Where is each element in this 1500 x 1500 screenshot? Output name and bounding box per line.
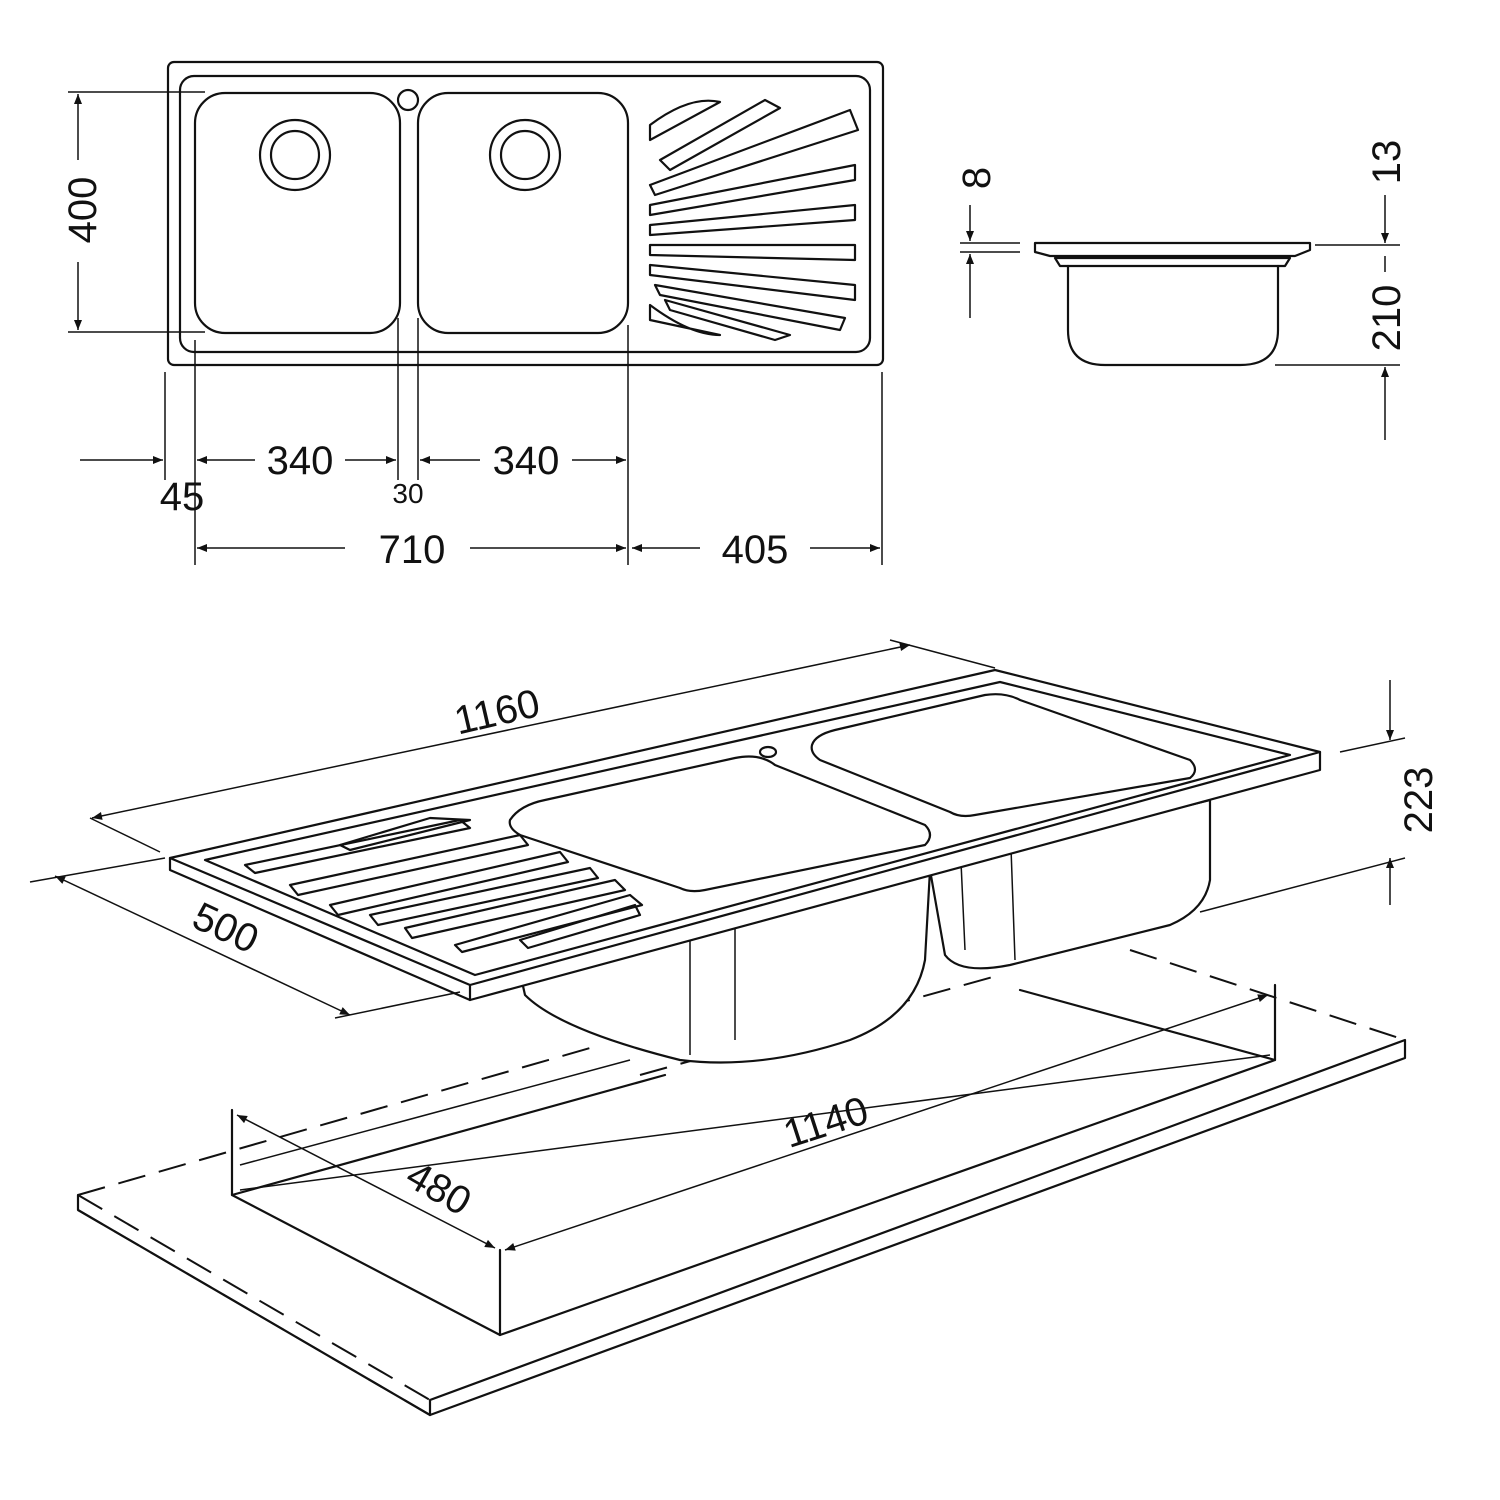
dim-iso-cutout-480: 480 [236, 1114, 496, 1249]
dim-height-400: 400 [61, 91, 205, 333]
dim-label-cutout-length: 1140 [778, 1088, 873, 1156]
side-bowl [1066, 264, 1280, 367]
dim-label-drainer: 405 [722, 528, 789, 572]
iso-sink-top [168, 668, 1322, 1002]
right-bowl [416, 91, 630, 335]
dim-label-offset: 13 [1365, 140, 1409, 185]
extension-lines [164, 318, 883, 565]
drainer-ribs [648, 98, 860, 342]
top-view: 400 340 340 45 30 710 40 [61, 60, 885, 572]
dim-label-right-bowl: 340 [493, 439, 560, 483]
dim-rim-offset-and-depth: 13 210 [1275, 140, 1409, 440]
dim-label-overall-height: 223 [1397, 767, 1441, 834]
left-drain-icon [258, 118, 332, 192]
dim-label-bowls-total: 710 [379, 528, 446, 572]
sink-rim [178, 74, 872, 354]
sink-outline [166, 60, 885, 367]
dim-label-left-margin: 45 [160, 475, 205, 519]
dim-label-cutout-depth: 480 [399, 1153, 479, 1224]
left-bowl [193, 91, 402, 335]
dim-label-height: 400 [61, 177, 105, 244]
dim-label-depth: 210 [1365, 285, 1409, 352]
dim-label-rim: 8 [955, 167, 999, 189]
dim-label-left-bowl: 340 [267, 439, 334, 483]
side-view: 8 13 210 [955, 140, 1409, 440]
dim-row-1: 340 340 45 30 [80, 439, 626, 519]
right-drain-icon [488, 118, 562, 192]
dim-label-overall-length: 1160 [450, 681, 544, 743]
side-rim [1033, 241, 1312, 258]
dim-label-bowl-gap: 30 [392, 478, 423, 509]
dim-iso-height-223: 223 [1199, 680, 1441, 913]
dim-rim-thickness: 8 [955, 167, 1020, 318]
dim-row-2: 710 405 [197, 528, 880, 572]
iso-right-bowl-body [928, 798, 1212, 970]
iso-sink [168, 668, 1322, 1064]
tap-hole-icon [396, 88, 420, 112]
